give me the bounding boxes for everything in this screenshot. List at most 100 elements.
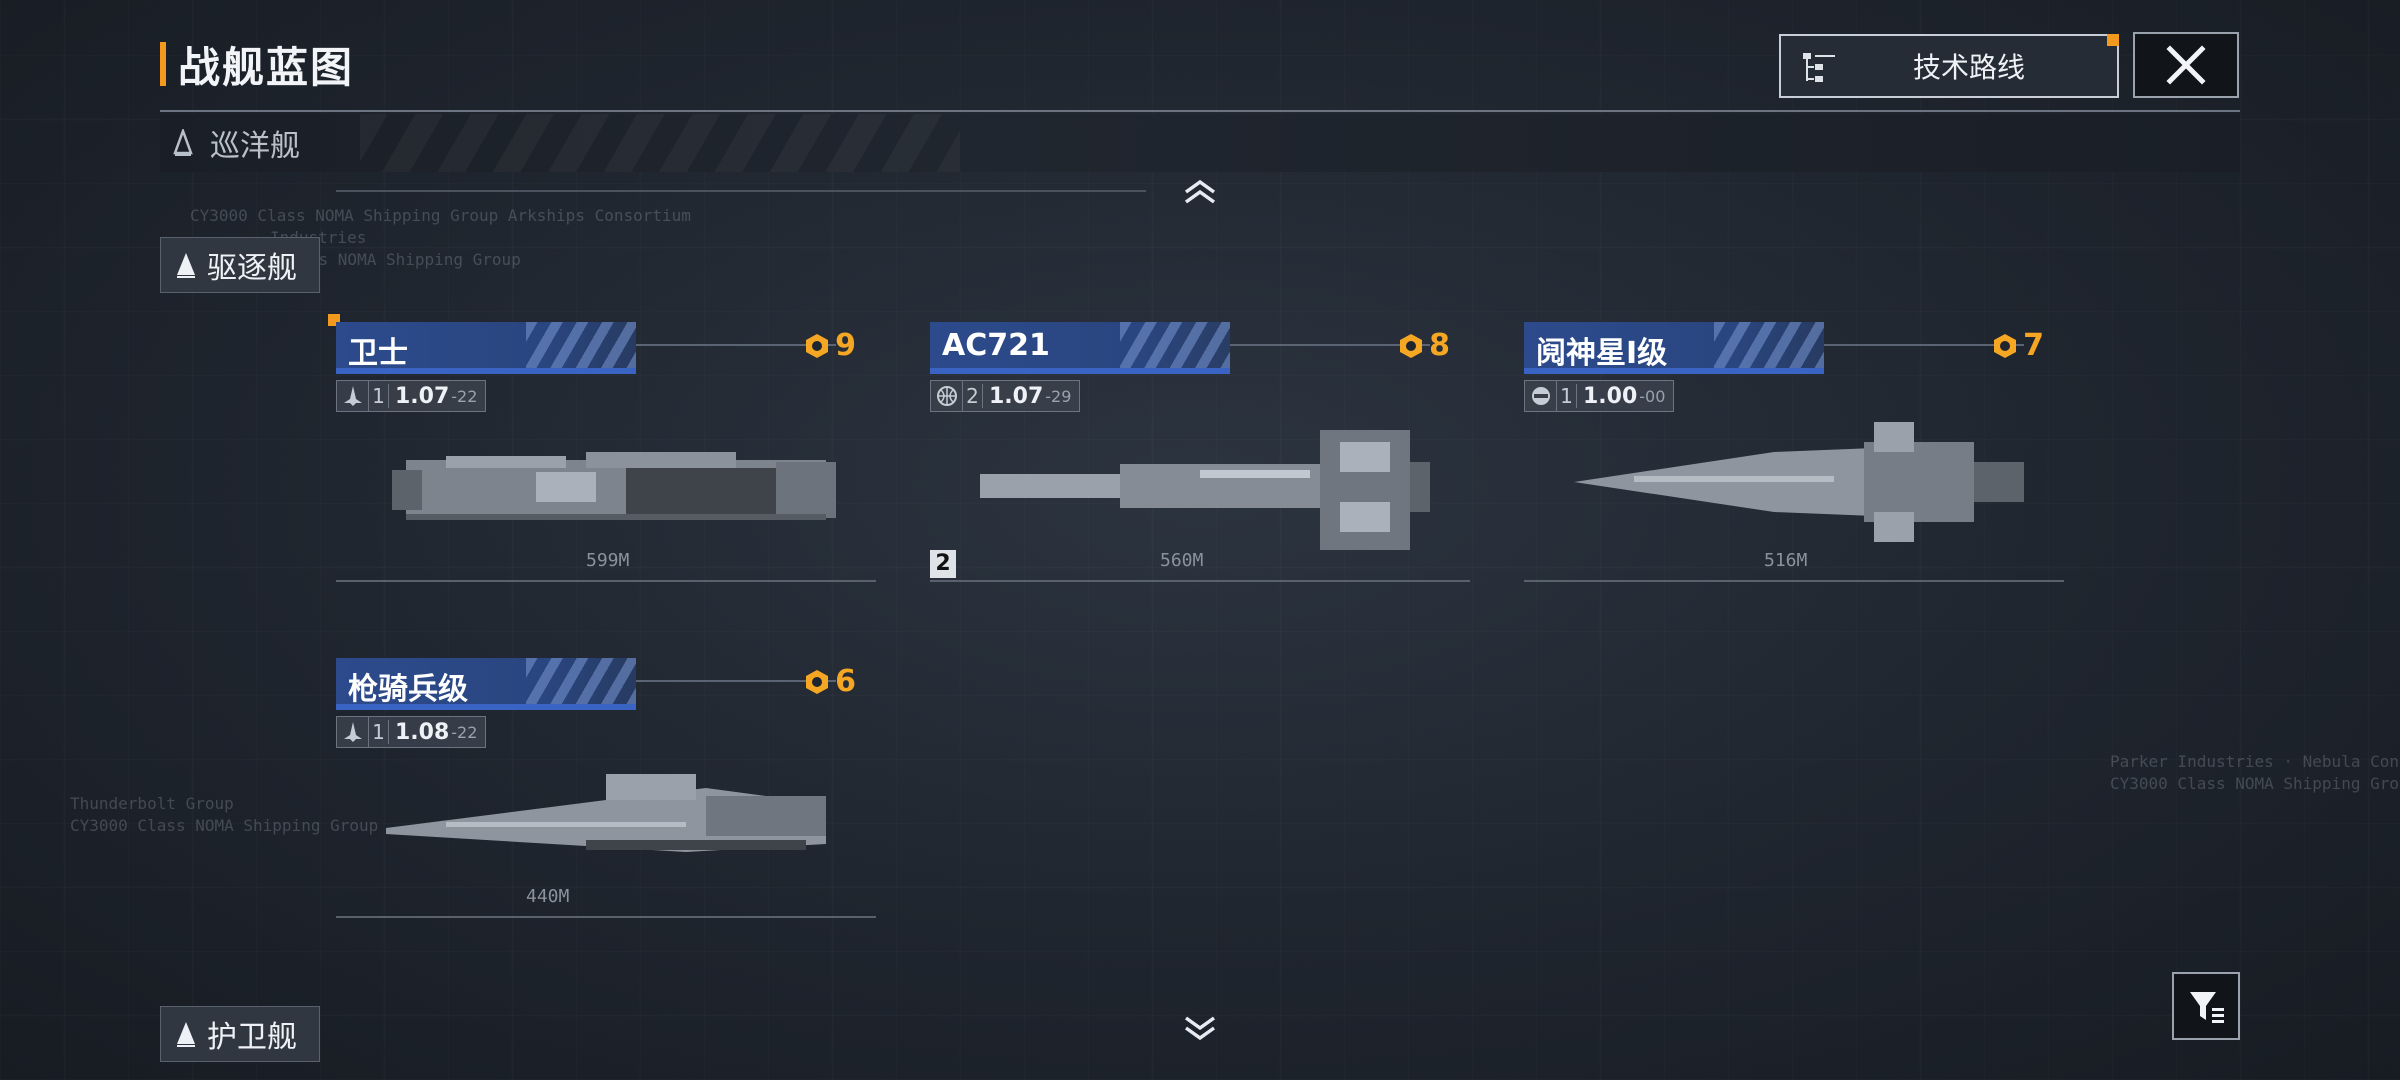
category-frigate-tab[interactable]: 护卫舰 xyxy=(160,1006,320,1062)
rank-value: 9 xyxy=(835,328,856,363)
background-ruler xyxy=(336,190,1146,192)
name-plate xyxy=(336,658,636,704)
ship-version: 1.07 xyxy=(395,383,450,409)
ship-subversion: -29 xyxy=(1045,386,1072,406)
ship-length: 440M xyxy=(526,886,570,907)
ship-name: 阋神星Ⅰ级 xyxy=(1536,336,1668,371)
size-ruler xyxy=(336,916,876,918)
background-blueprint-text: Class NOMA Shipping Group xyxy=(280,250,521,269)
tech-route-button[interactable]: 技术路线 xyxy=(1779,34,2119,98)
ship-image xyxy=(386,774,826,852)
ship-tier: 1 xyxy=(369,384,389,408)
ship-version: 1.07 xyxy=(989,383,1044,409)
ship-length: 516M xyxy=(1764,550,1808,571)
notification-dot xyxy=(2107,34,2119,46)
category-label: 护卫舰 xyxy=(207,1020,297,1055)
rank-value: 7 xyxy=(2023,328,2044,363)
ship-class-icon xyxy=(173,129,193,156)
fighter-icon xyxy=(337,381,369,411)
background-blueprint-text: CY3000 Class NOMA Shipping Group xyxy=(2110,774,2400,793)
ship-name: 枪骑兵级 xyxy=(348,672,468,707)
rank-emblem-icon xyxy=(1400,333,1423,358)
size-ruler xyxy=(1524,580,2064,582)
plate-stripes xyxy=(1714,322,1824,368)
globe-icon xyxy=(931,381,963,411)
size-ruler xyxy=(336,580,876,582)
rank-emblem-icon xyxy=(806,669,829,694)
background-blueprint-text: Thunderbolt Group xyxy=(70,794,234,813)
name-line xyxy=(1824,344,2024,346)
rank-emblem-icon xyxy=(806,333,829,358)
header-divider xyxy=(160,110,2240,112)
chevron-up-icon[interactable] xyxy=(1180,176,1220,206)
ship-subversion: -00 xyxy=(1639,386,1666,406)
ship-version: 1.00 xyxy=(1583,383,1638,409)
ship-tier: 2 xyxy=(963,384,983,408)
header-stripes xyxy=(360,114,960,172)
ship-length: 599M xyxy=(586,550,630,571)
plate-stripes xyxy=(526,322,636,368)
name-line xyxy=(1230,344,1430,346)
ship-stat-bar: 1 1.07 -22 xyxy=(336,380,487,412)
rank-value: 6 xyxy=(835,664,856,699)
ship-rank: 7 xyxy=(1991,328,2044,363)
faction-icon xyxy=(1525,381,1557,411)
tech-tree-icon xyxy=(1803,53,1835,82)
ship-class-icon xyxy=(177,1022,195,1047)
ship-subversion: -22 xyxy=(451,722,478,742)
category-destroyer-tab[interactable]: 驱逐舰 xyxy=(160,237,320,293)
ship-image xyxy=(392,452,836,520)
level-badge: 2 xyxy=(930,550,956,578)
fighter-icon xyxy=(337,717,369,747)
ship-rank: 9 xyxy=(803,328,856,363)
rank-value: 8 xyxy=(1429,328,1450,363)
ship-card[interactable]: 阋神星Ⅰ级 7 1 1.00 -00 516M xyxy=(1524,322,2064,622)
category-label: 巡洋舰 xyxy=(210,129,300,164)
filter-icon xyxy=(2190,992,2224,1023)
ship-stat-bar: 1 1.08 -22 xyxy=(336,716,487,748)
name-underline xyxy=(336,704,636,710)
ship-name: 卫士 xyxy=(348,336,408,371)
ship-card[interactable]: 卫士 9 1 1.07 -22 599M xyxy=(326,312,876,622)
name-plate xyxy=(930,322,1230,368)
ship-length: 560M xyxy=(1160,550,1204,571)
background-blueprint-text: CY3000 Class NOMA Shipping Group Arkship… xyxy=(190,206,691,225)
name-plate xyxy=(336,322,636,368)
page-title-bar: 战舰蓝图 xyxy=(160,40,354,92)
close-button[interactable] xyxy=(2133,32,2239,98)
ship-image xyxy=(1574,422,2024,542)
plate-stripes xyxy=(1120,322,1230,368)
ship-card[interactable]: 枪骑兵级 6 1 1.08 -22 440M xyxy=(336,658,876,958)
background-blueprint-text: Parker Industries · Nebula Consortium xyxy=(2110,752,2400,771)
ship-stat-bar: 1 1.00 -00 xyxy=(1524,380,1675,412)
filter-button[interactable] xyxy=(2172,972,2240,1040)
ship-image xyxy=(980,430,1430,550)
name-line xyxy=(636,680,836,682)
chevron-down-icon[interactable] xyxy=(1180,1014,1220,1044)
page-title: 战舰蓝图 xyxy=(178,42,355,92)
name-plate xyxy=(1524,322,1824,368)
category-label: 驱逐舰 xyxy=(207,251,297,286)
ship-version: 1.08 xyxy=(395,719,450,745)
category-cruiser-header[interactable]: 巡洋舰 xyxy=(160,114,2240,172)
ship-tier: 1 xyxy=(1557,384,1577,408)
name-underline xyxy=(1524,368,1824,374)
ship-rank: 6 xyxy=(803,664,856,699)
ship-stat-bar: 2 1.07 -29 xyxy=(930,380,1081,412)
title-accent xyxy=(160,42,166,86)
name-line xyxy=(636,344,836,346)
name-underline xyxy=(336,368,636,374)
name-underline xyxy=(930,368,1230,374)
size-ruler xyxy=(930,580,1470,582)
ship-subversion: -22 xyxy=(451,386,478,406)
ship-name: AC721 xyxy=(942,328,1050,363)
ship-card[interactable]: AC721 8 2 1.07 -29 2 560M xyxy=(930,322,1470,622)
close-icon xyxy=(2166,45,2206,85)
ship-rank: 8 xyxy=(1397,328,1450,363)
plate-stripes xyxy=(526,658,636,704)
ship-class-icon xyxy=(177,253,195,278)
background-blueprint-text: CY3000 Class NOMA Shipping Group xyxy=(70,816,379,835)
ship-tier: 1 xyxy=(369,720,389,744)
tech-route-label: 技术路线 xyxy=(1912,51,2025,84)
rank-emblem-icon xyxy=(1994,333,2017,358)
